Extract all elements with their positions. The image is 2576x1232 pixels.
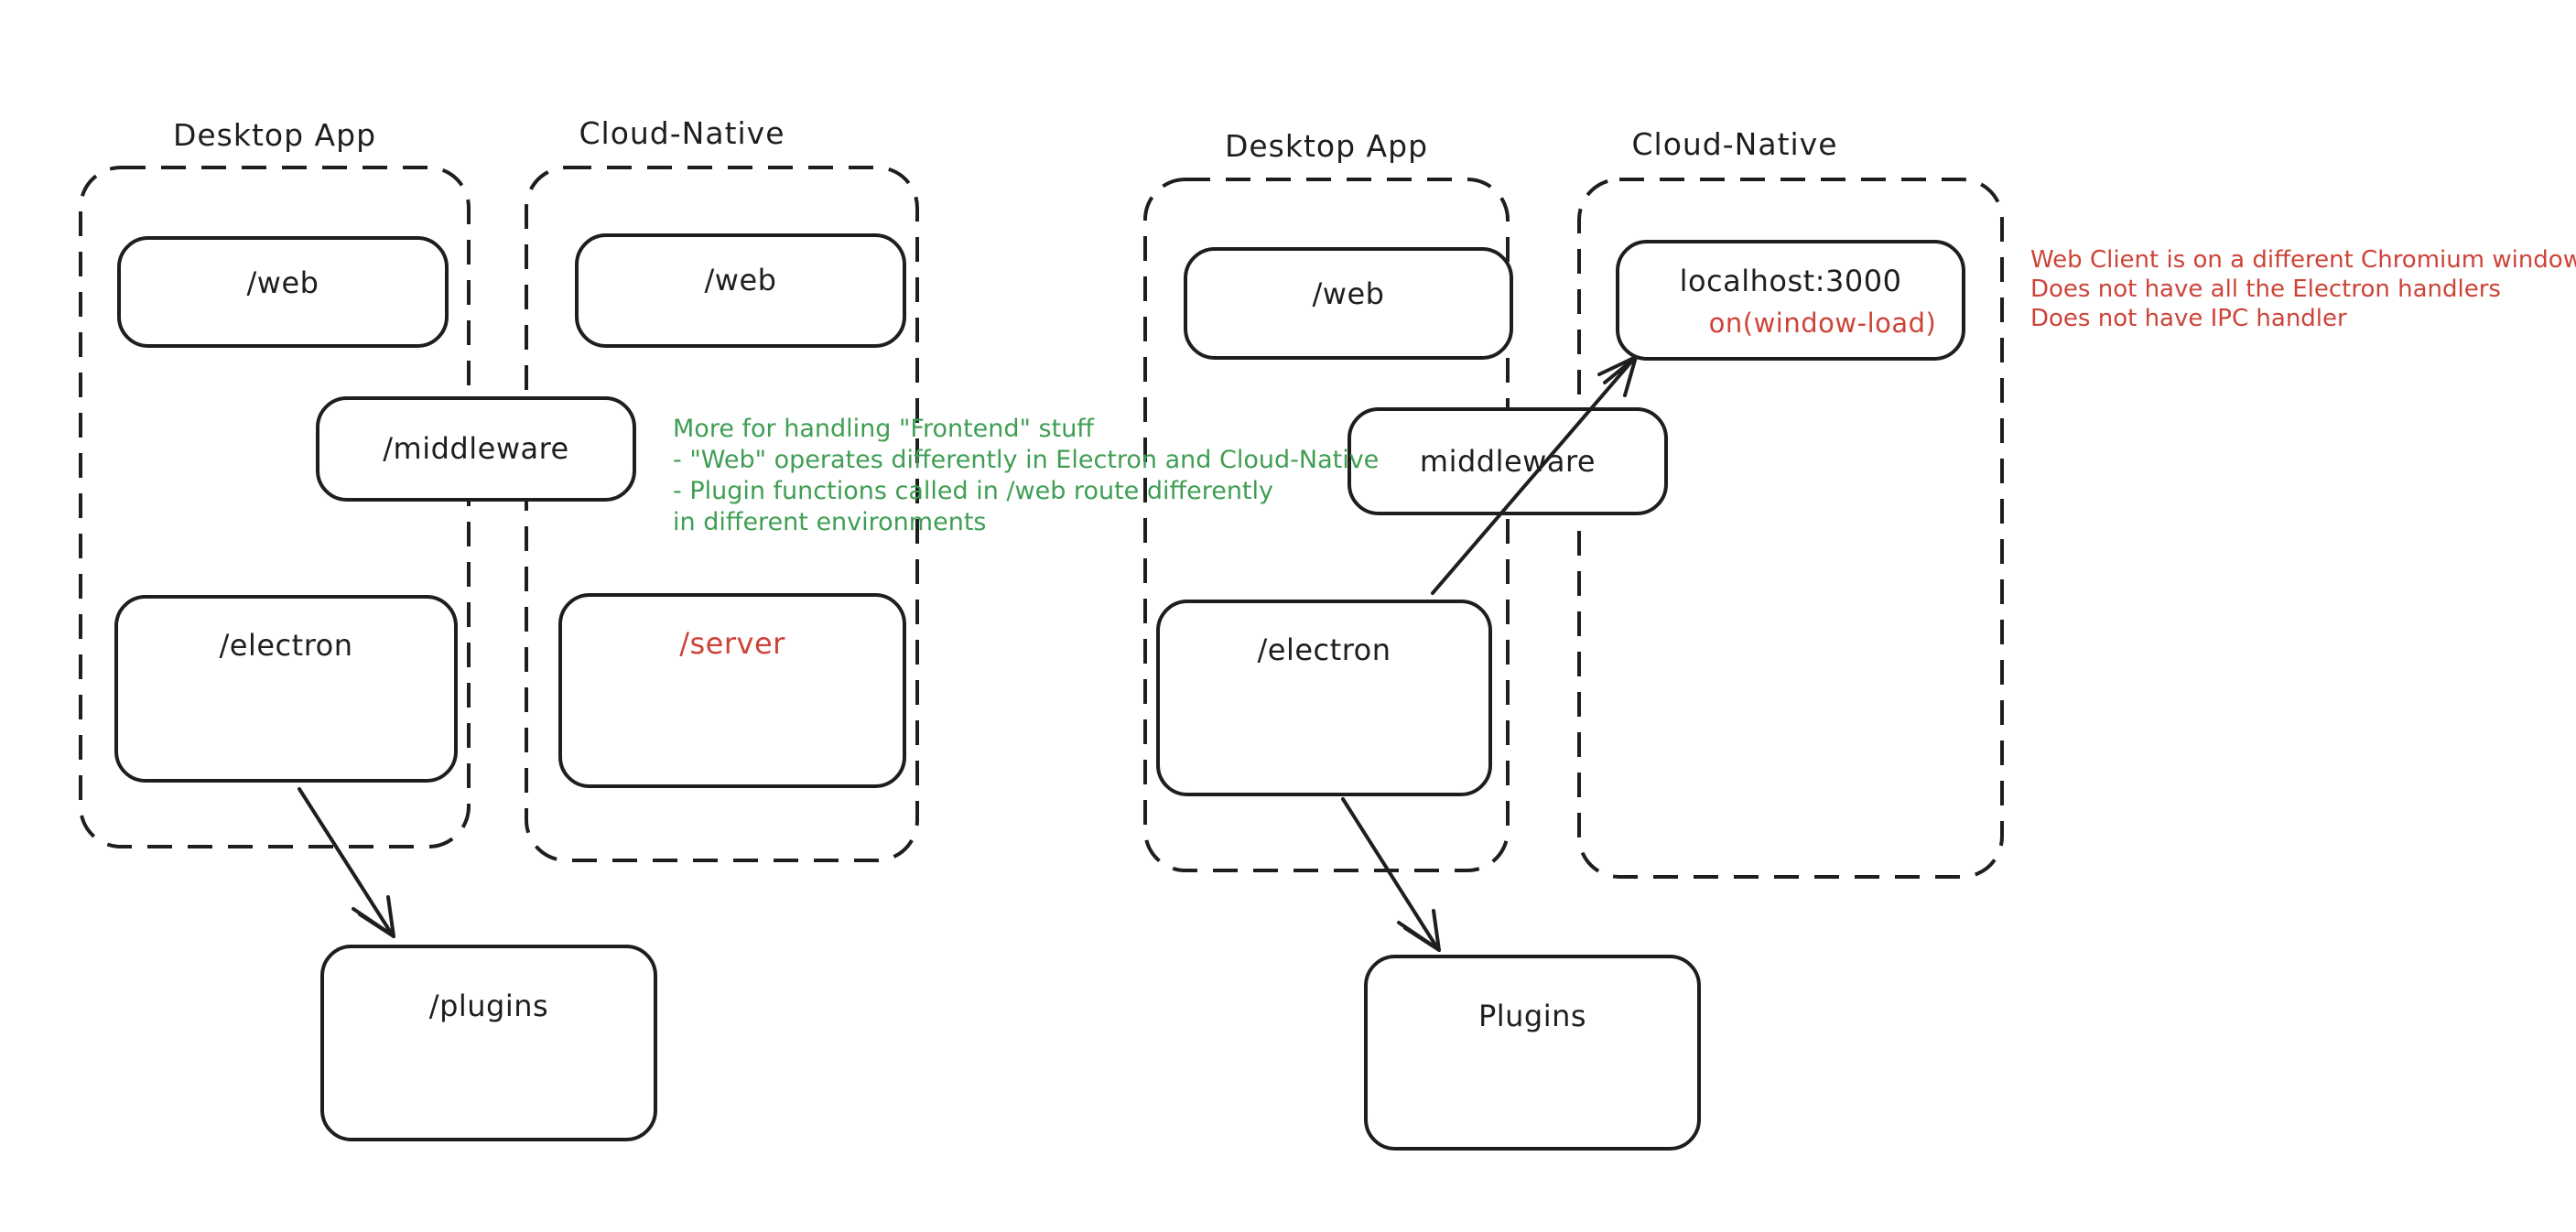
arrow-left-electron-to-plugins: [298, 787, 395, 938]
left-electron-box: /electron: [114, 595, 458, 783]
right-plugins-box: Plugins: [1364, 955, 1701, 1151]
arrow-right-electron-to-localhost: [1431, 355, 1638, 595]
left-cloud-web-box: /web: [575, 233, 906, 348]
onload-label: on(window-load): [1708, 308, 1937, 339]
green-middleware-note: More for handling "Frontend" stuff - "We…: [673, 414, 1379, 538]
box-label: /web: [704, 263, 777, 297]
left-server-box: /server: [558, 593, 906, 788]
note-line: in different environments: [673, 508, 987, 536]
left-plugins-box: /plugins: [320, 945, 657, 1141]
box-label: Plugins: [1477, 999, 1587, 1033]
left-middleware-box: /middleware: [316, 396, 636, 502]
right-localhost-box: localhost:3000 on(window-load): [1616, 240, 1965, 361]
right-cloud-native-container: [1577, 178, 2004, 879]
right-middleware-box: middleware: [1348, 407, 1668, 515]
note-line: Does not have all the Electron handlers: [2030, 276, 2501, 303]
right-cloud-native-title: Cloud-Native: [1631, 126, 1838, 162]
box-label: /web: [246, 265, 319, 300]
box-label: /electron: [1257, 632, 1391, 667]
left-desktop-app-title: Desktop App: [172, 117, 377, 153]
arrow-right-electron-to-plugins: [1341, 797, 1441, 952]
box-label: /web: [1312, 276, 1385, 311]
box-label: /server: [679, 626, 785, 661]
box-label: /plugins: [428, 989, 549, 1023]
left-desktop-app-container: [79, 166, 471, 848]
right-desktop-web-box: /web: [1184, 247, 1513, 360]
note-line: More for handling "Frontend" stuff: [673, 415, 1094, 443]
box-label: middleware: [1419, 444, 1596, 479]
right-electron-box: /electron: [1156, 600, 1492, 796]
left-desktop-web-box: /web: [117, 236, 449, 348]
box-label: localhost:3000: [1679, 264, 1902, 298]
note-line: - "Web" operates differently in Electron…: [673, 446, 1380, 474]
note-line: - Plugin functions called in /web route …: [673, 477, 1274, 505]
left-cloud-native-title: Cloud-Native: [579, 115, 785, 151]
red-web-client-note: Web Client is on a different Chromium wi…: [2030, 245, 2576, 333]
right-desktop-app-title: Desktop App: [1224, 128, 1429, 164]
box-label: /electron: [219, 628, 353, 663]
note-line: Does not have IPC handler: [2030, 305, 2347, 332]
note-line: Web Client is on a different Chromium wi…: [2030, 246, 2576, 274]
right-desktop-app-container: [1143, 178, 1510, 872]
box-label: /middleware: [383, 431, 569, 466]
